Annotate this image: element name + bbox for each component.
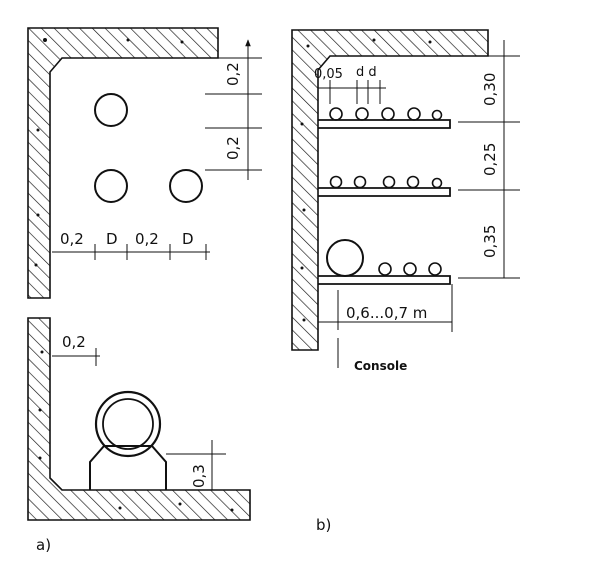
wall-section-b bbox=[291, 29, 489, 351]
dim-v-2: 0,25 bbox=[481, 143, 499, 176]
vertical-dimension-a bbox=[205, 39, 262, 180]
large-pipe-outer bbox=[94, 390, 162, 458]
side-dimension bbox=[52, 348, 100, 366]
dim-d-d: d d bbox=[356, 65, 377, 80]
panel-a-bottom: 0,2 0,3 a) bbox=[27, 317, 251, 554]
dim-h-1: 0,2 bbox=[60, 230, 84, 248]
console-width-dimension bbox=[318, 284, 453, 332]
dim-v-1: 0,30 bbox=[481, 73, 499, 106]
panel-b-label: b) bbox=[316, 516, 331, 534]
cable-row bbox=[329, 107, 443, 121]
duct-circle bbox=[169, 169, 203, 203]
console-shelf bbox=[318, 119, 451, 285]
dim-top-2: 0,2 bbox=[224, 136, 242, 160]
top-dimension-b bbox=[318, 80, 386, 104]
dim-h-2: D bbox=[106, 230, 118, 248]
panel-b: 0,05 d d 0,30 0,25 0,35 0,6...0,7 m C bbox=[291, 29, 520, 534]
horizontal-dimension-a bbox=[52, 244, 210, 260]
concrete-specks bbox=[38, 350, 234, 512]
wall-section-a-top bbox=[27, 27, 219, 299]
cable-row bbox=[329, 175, 443, 189]
height-dimension bbox=[166, 440, 226, 490]
console-label: Console bbox=[354, 359, 407, 373]
dim-v-3: 0,35 bbox=[481, 225, 499, 258]
dim-bottom-side: 0,2 bbox=[62, 333, 86, 351]
pipe-cradle bbox=[89, 445, 167, 490]
vertical-dimension-b bbox=[458, 40, 520, 279]
dim-small-gap: 0,05 bbox=[314, 67, 343, 82]
cable-row bbox=[326, 239, 442, 277]
dim-h-4: D bbox=[182, 230, 194, 248]
duct-circle bbox=[94, 169, 128, 203]
dim-console-width: 0,6...0,7 m bbox=[346, 304, 427, 322]
panel-a-label: a) bbox=[36, 536, 51, 554]
panel-a-top: 0,2 0,2 0,2 D 0,2 D bbox=[27, 27, 262, 299]
dim-bottom-height: 0,3 bbox=[190, 464, 208, 488]
dim-top-1: 0,2 bbox=[224, 62, 242, 86]
wall-section-a-bottom bbox=[27, 317, 251, 521]
dim-h-3: 0,2 bbox=[135, 230, 159, 248]
duct-circle bbox=[94, 93, 128, 127]
concrete-specks bbox=[34, 38, 184, 267]
large-pipe-inner bbox=[102, 398, 154, 450]
concrete-specks bbox=[300, 38, 432, 322]
